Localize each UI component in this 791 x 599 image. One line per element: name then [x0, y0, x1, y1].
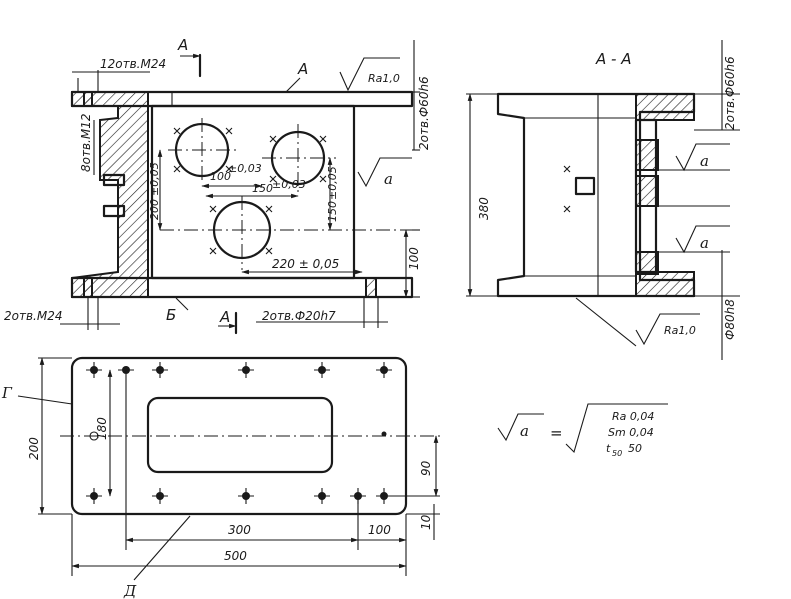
holes-m24-top: 12отв.M24	[100, 57, 166, 71]
legend-symbol: a	[520, 422, 529, 440]
section-dia60: 2отв.Ф60h6	[723, 56, 737, 130]
dim-100-side: 100	[407, 247, 421, 270]
plate-height-inner: 180	[95, 417, 109, 440]
section-view	[466, 40, 740, 360]
section-title: A - A	[595, 50, 631, 68]
legend-sm: Sm 0,04	[608, 426, 654, 439]
plate-width-total: 500	[224, 549, 247, 563]
section-rough-1: a	[700, 152, 709, 170]
plate-dim-10: 10	[419, 514, 433, 530]
plate-window	[146, 396, 334, 474]
surface-a-label: A	[297, 60, 308, 78]
roughness-legend	[497, 403, 668, 454]
legend-equals: =	[550, 424, 563, 442]
front-view	[60, 40, 420, 335]
dim-100-x: 100	[210, 170, 231, 183]
dim-150-x: 150	[252, 182, 273, 195]
tol-150-y: ±0,05	[326, 166, 339, 200]
section-rough-2: a	[700, 234, 709, 252]
dim-200: 200	[148, 199, 161, 220]
section-roughness: Ra1,0	[664, 324, 696, 337]
dim-220: 220 ± 0,05	[272, 257, 339, 271]
plate-height-total: 200	[27, 437, 41, 460]
tol-200: ±0,05	[148, 162, 161, 196]
plate-dim-90: 90	[419, 460, 433, 476]
holes-m24-bottom: 2отв.M24	[4, 309, 62, 323]
tol-150-x: ±0,03	[272, 178, 306, 191]
plate-d-label: Д	[123, 582, 137, 599]
legend-ra: Ra 0,04	[612, 410, 654, 423]
roughness-ra-front: Ra1,0	[368, 72, 400, 85]
tol-100-x: ±0,03	[228, 162, 262, 175]
plate-view	[17, 356, 440, 581]
dim-150-y: 150	[326, 201, 339, 222]
surface-b-label: Б	[166, 306, 176, 324]
legend-t: t	[606, 442, 611, 455]
section-dia80: Ф80h8	[723, 299, 737, 340]
section-height: 380	[477, 197, 491, 220]
rough-symbol-front: a	[384, 170, 393, 188]
plate-dim-300: 300	[228, 523, 251, 537]
cut-label-top: A	[177, 36, 188, 54]
plate-dim-100: 100	[368, 523, 391, 537]
holes-m12: 8отв.M12	[79, 114, 93, 172]
left-section-hatch	[71, 91, 149, 298]
plate-g-label: Г	[1, 384, 13, 402]
holes-pins: 2отв.Ф20h7	[262, 309, 336, 323]
legend-t-sub: 50	[612, 449, 622, 458]
holes-dia60-front: 2отв.Ф60h6	[417, 76, 431, 150]
cut-label-bottom: A	[219, 308, 230, 326]
pin-hatch	[365, 277, 377, 298]
legend-t-val: 50	[628, 442, 642, 455]
